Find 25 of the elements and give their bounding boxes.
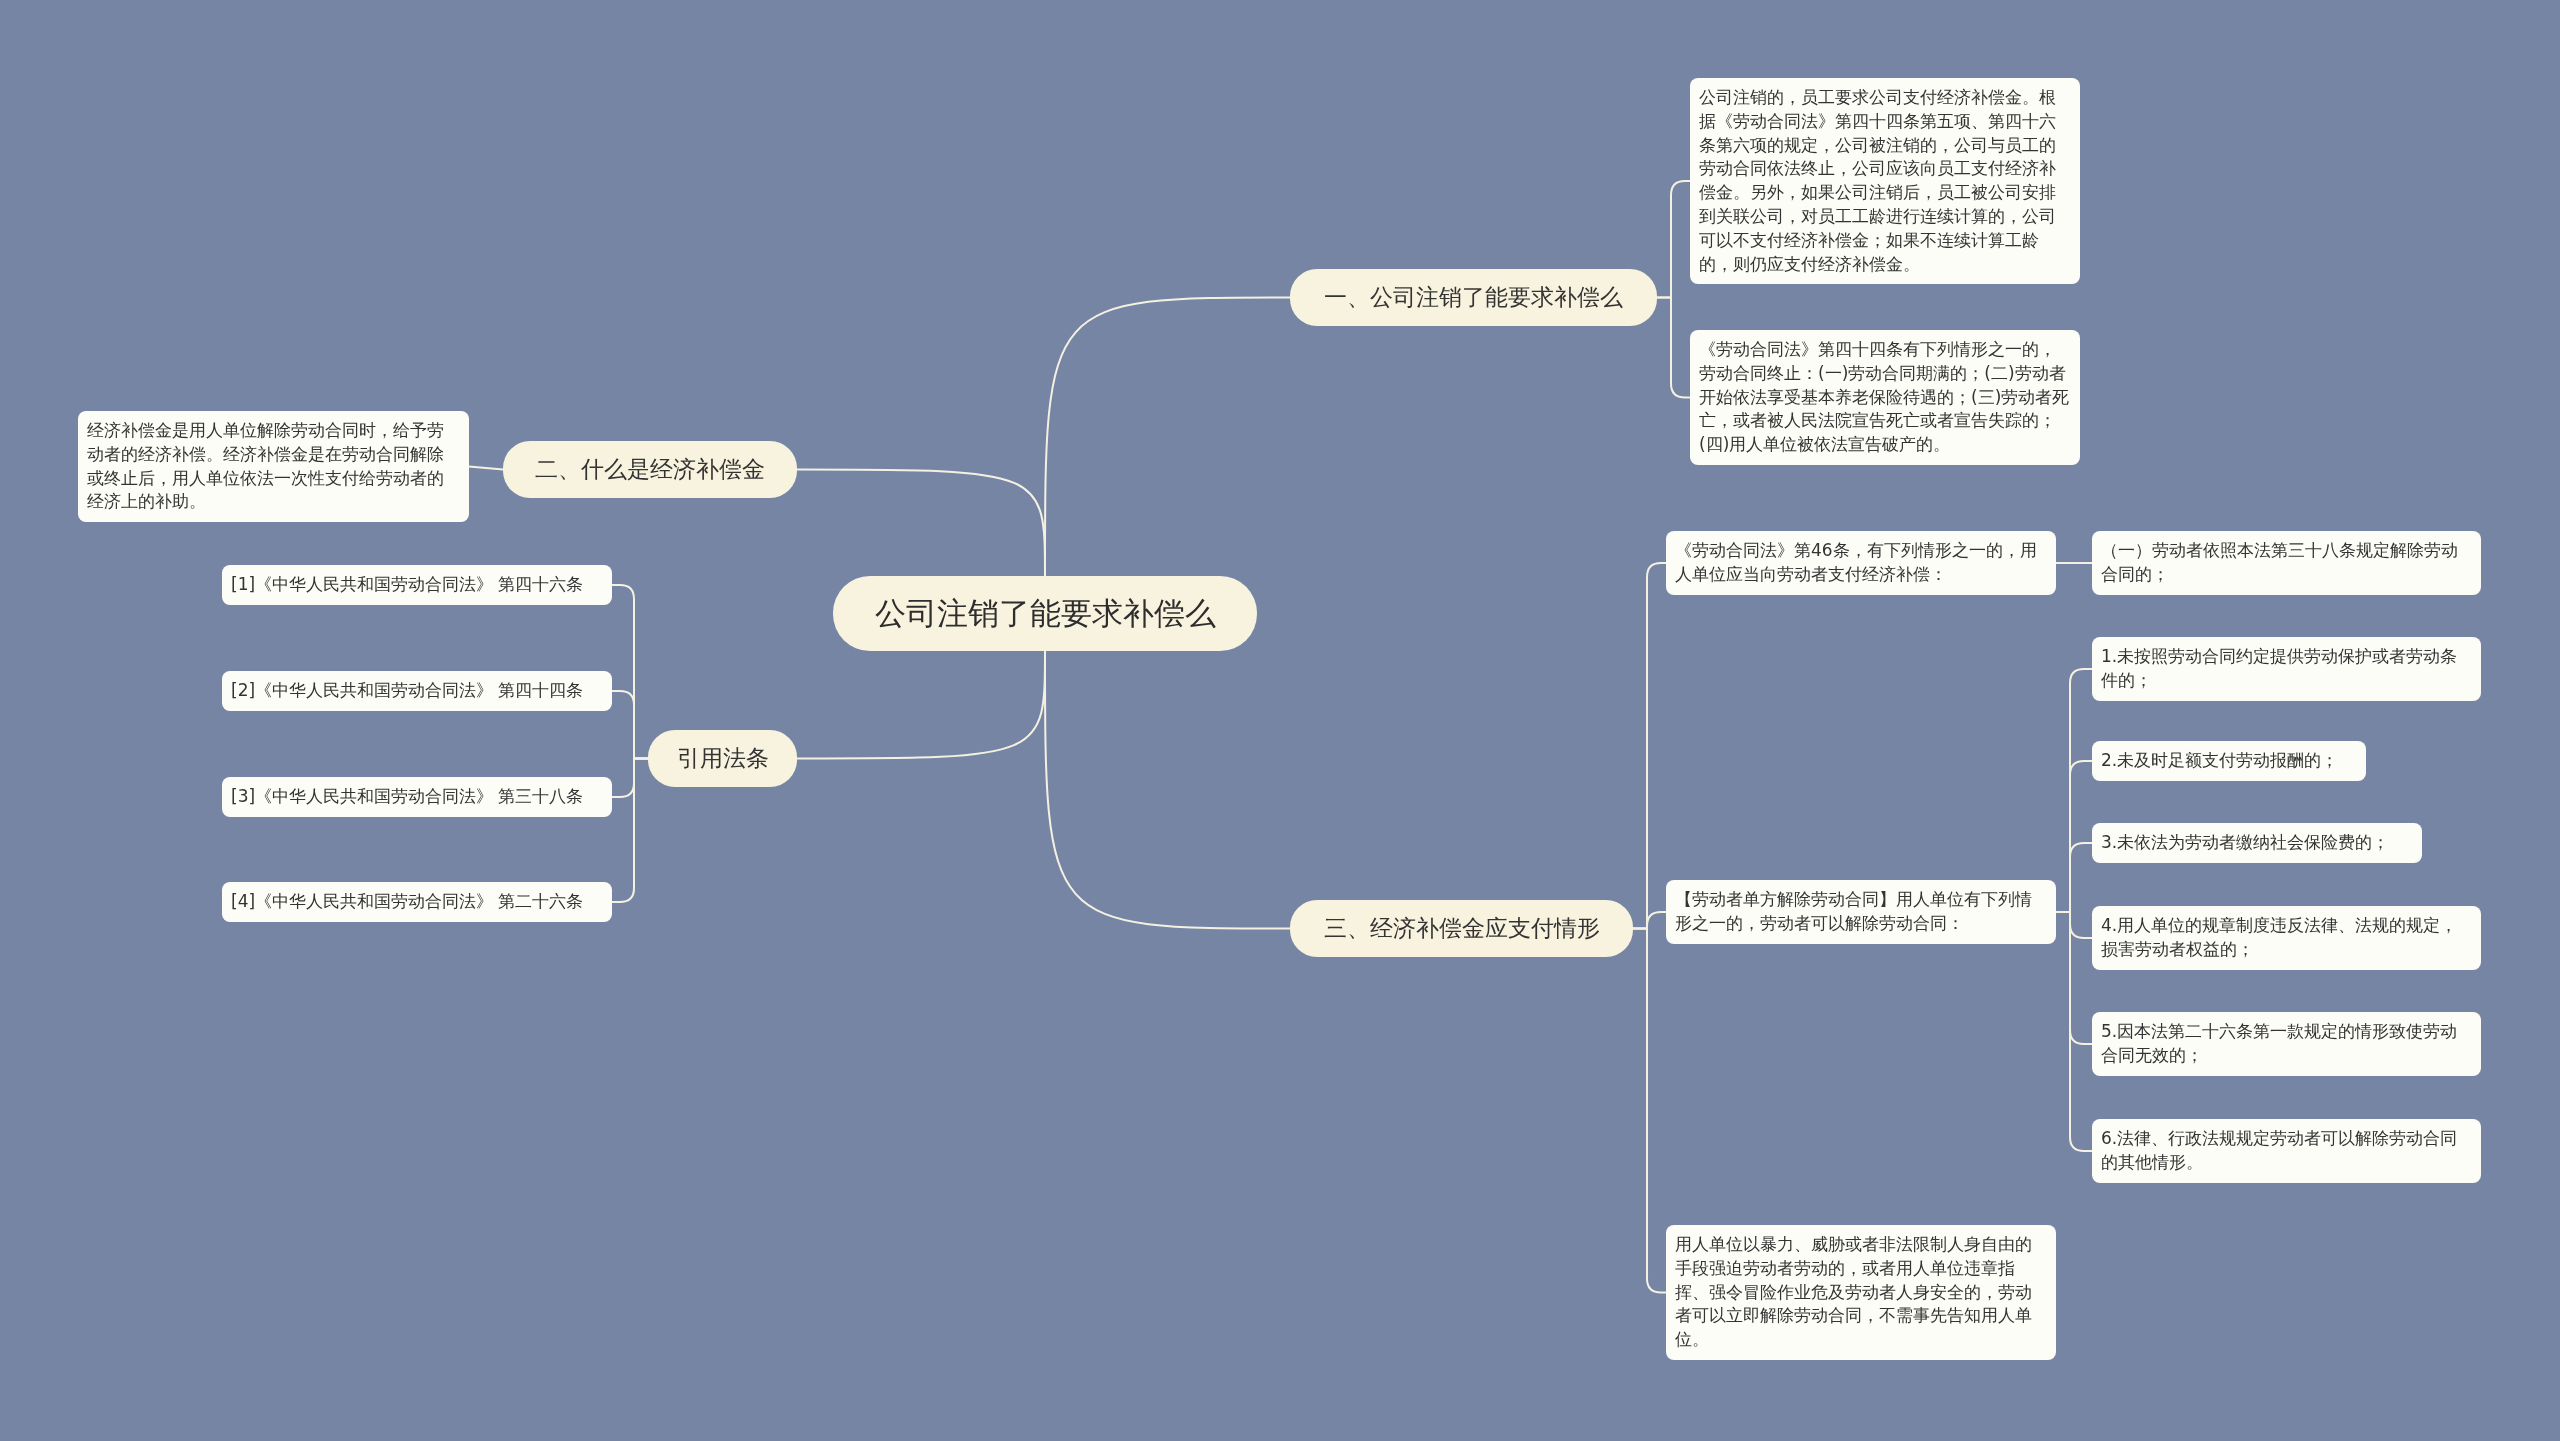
note-box: 经济补偿金是用人单位解除劳动合同时，给予劳动者的经济补偿。经济补偿金是在劳动合同解除或终止后，用人单位依法一次性支付给劳动者的经济上的补助。 bbox=[78, 411, 469, 523]
note-box: 5.因本法第二十六条第一款规定的情形致使劳动合同无效的； bbox=[2092, 1012, 2481, 1076]
topic-box: 二、什么是经济补偿金 bbox=[503, 441, 797, 498]
note-box: 3.未依法为劳动者缴纳社会保险费的； bbox=[2092, 823, 2422, 863]
topic-box: 三、经济补偿金应支付情形 bbox=[1290, 900, 1633, 957]
note-box: 2.未及时足额支付劳动报酬的； bbox=[2092, 741, 2366, 781]
note-box: [4]《中华人民共和国劳动合同法》 第二十六条 bbox=[222, 882, 612, 922]
note-box: 用人单位以暴力、威胁或者非法限制人身自由的手段强迫劳动者劳动的，或者用人单位违章指挥、强令冒险作业危及劳动者人身安全的，劳动者可以立即解除劳动合同，不需事先告知用人单位。 bbox=[1666, 1225, 2056, 1360]
note-box: 《劳动合同法》第46条，有下列情形之一的，用人单位应当向劳动者支付经济补偿： bbox=[1666, 531, 2056, 595]
note-box: 1.未按照劳动合同约定提供劳动保护或者劳动条件的； bbox=[2092, 637, 2481, 701]
connector-line bbox=[468, 465, 504, 471]
note-box: [1]《中华人民共和国劳动合同法》 第四十六条 bbox=[222, 565, 612, 605]
topic-box: 引用法条 bbox=[648, 730, 797, 787]
connector-line bbox=[796, 468, 1046, 577]
note-box: （一）劳动者依照本法第三十八条规定解除劳动合同的； bbox=[2092, 531, 2481, 595]
note-box: 公司注销的，员工要求公司支付经济补偿金。根据《劳动合同法》第四十四条第五项、第四十六条第六项的规定，公司被注销的，公司与员工的劳动合同依法终止，公司应该向员工支付经济补偿金。另外，如果公司注销后，员工被公司安排到关联公司，对员工工龄进行连续计算的，公司可以不支付经济补偿金；如果不连续计算工龄的，则仍应支付经济补偿金。 bbox=[1690, 78, 2080, 285]
connector-line bbox=[2055, 562, 2093, 564]
topic-box: 一、公司注销了能要求补偿么 bbox=[1290, 269, 1657, 326]
note-box: [2]《中华人民共和国劳动合同法》 第四十四条 bbox=[222, 671, 612, 711]
note-box: 《劳动合同法》第四十四条有下列情形之一的，劳动合同终止：(一)劳动合同期满的；(二)劳动者开始依法享受基本养老保险待遇的；(三)劳动者死亡，或者被人民法院宣告死亡或者宣告失踪的；(四)用人单位被依法宣告破产的。 bbox=[1690, 330, 2080, 465]
note-box: 【劳动者单方解除劳动合同】用人单位有下列情形之一的，劳动者可以解除劳动合同： bbox=[1666, 880, 2056, 944]
note-box: 4.用人单位的规章制度违反法律、法规的规定，损害劳动者权益的； bbox=[2092, 906, 2481, 970]
note-box: [3]《中华人民共和国劳动合同法》 第三十八条 bbox=[222, 777, 612, 817]
note-box: 6.法律、行政法规规定劳动者可以解除劳动合同的其他情形。 bbox=[2092, 1119, 2481, 1183]
central-topic: 公司注销了能要求补偿么 bbox=[833, 576, 1257, 651]
